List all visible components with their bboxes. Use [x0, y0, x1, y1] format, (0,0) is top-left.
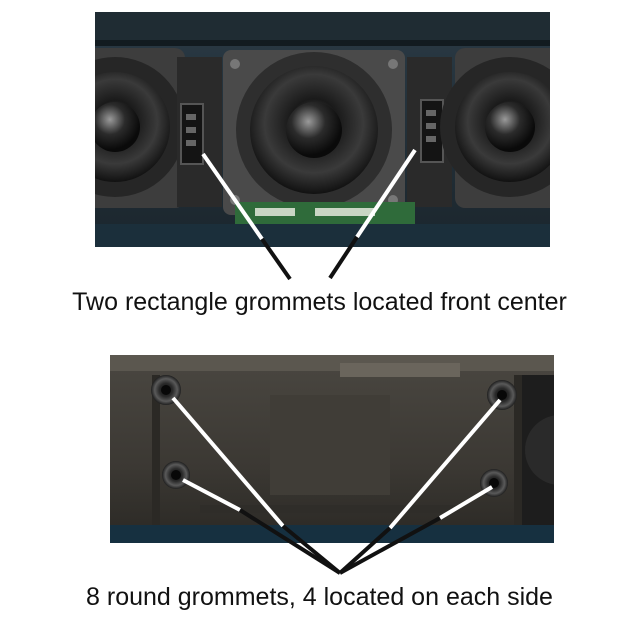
figure1-caption: Two rectangle grommets located front cen… — [72, 288, 567, 316]
figure2-caption: 8 round grommets, 4 located on each side — [86, 583, 553, 611]
speaker-front-photo — [95, 12, 550, 247]
cabinet-interior-photo — [110, 355, 554, 543]
